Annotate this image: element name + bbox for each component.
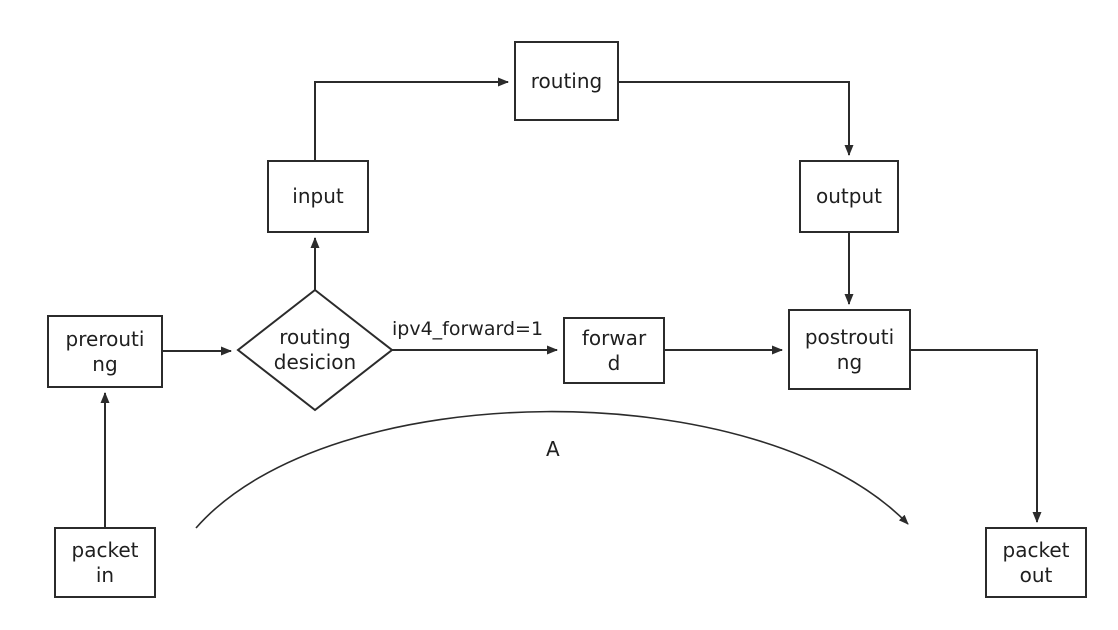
node-input[interactable]	[267, 160, 369, 233]
node-prerouting[interactable]	[47, 315, 163, 388]
edge-input-to-routing	[314, 77, 509, 161]
edge-routing-to-output	[618, 81, 854, 156]
edge-postrouting-to-packet-out	[910, 349, 1042, 523]
edge-label-ipv4-forward: ipv4_forward=1	[392, 318, 544, 340]
node-postrouting[interactable]	[788, 309, 911, 390]
node-forward[interactable]	[563, 317, 665, 384]
node-routing-decision[interactable]	[236, 288, 394, 412]
edge-curved-flow-arc	[195, 410, 909, 529]
node-output[interactable]	[799, 160, 899, 233]
edge-label-arc: A	[546, 437, 560, 461]
node-packet-in[interactable]	[54, 527, 156, 598]
node-routing[interactable]	[514, 41, 619, 121]
node-packet-out[interactable]	[985, 527, 1087, 598]
